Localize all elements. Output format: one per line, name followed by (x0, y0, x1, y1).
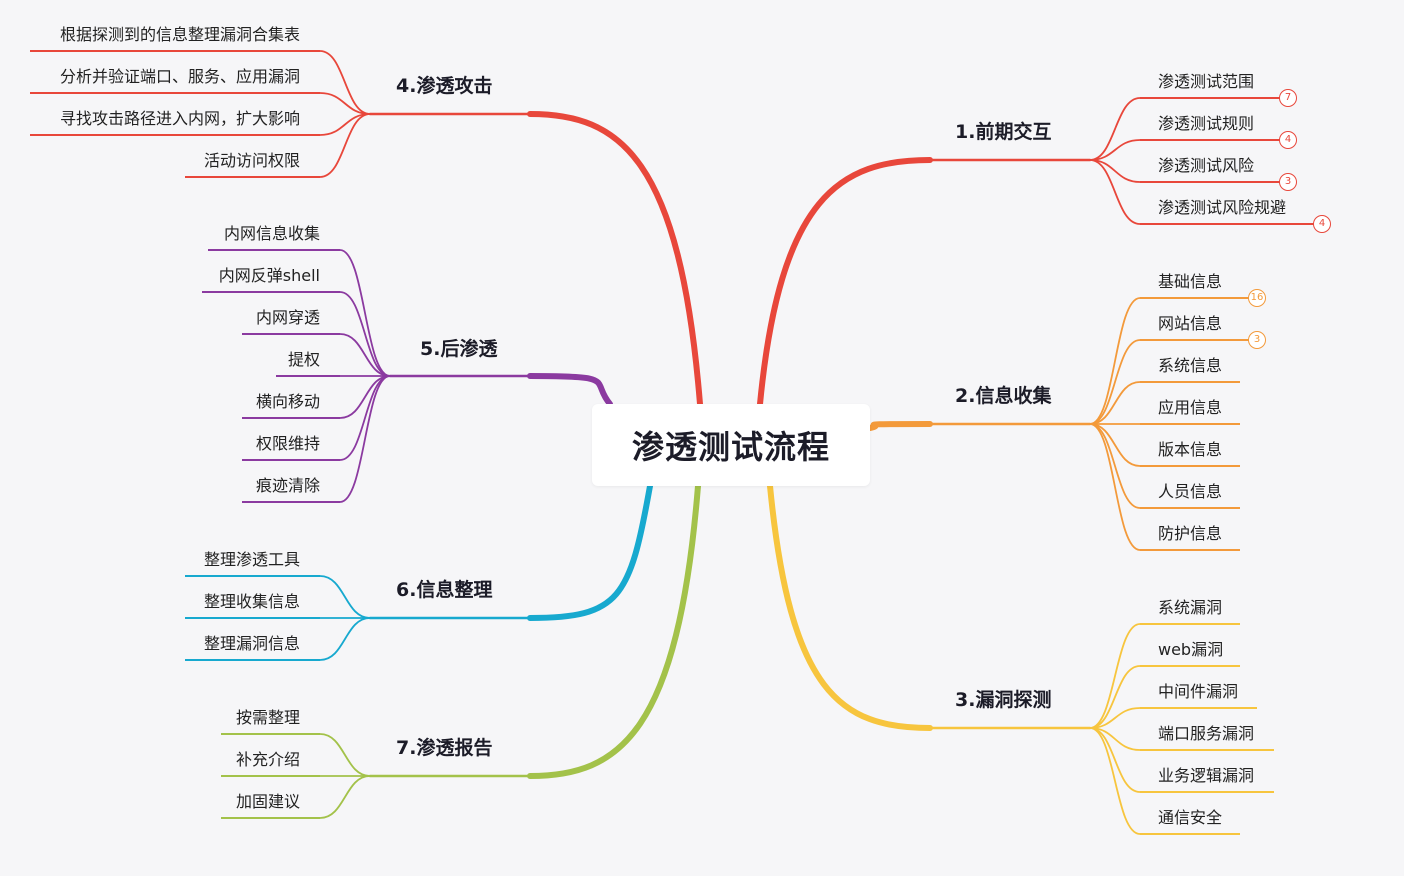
connector-b5-6 (339, 375, 391, 503)
connector-b3-5 (1089, 727, 1141, 835)
child-count-badge[interactable]: 4 (1279, 131, 1297, 149)
branch-label-b3[interactable]: 3.漏洞探测 (955, 689, 1052, 711)
connector-b4-1 (319, 92, 371, 115)
leaf-node[interactable]: 寻找攻击路径进入内网，扩大影响 (59, 109, 300, 128)
child-count-badge[interactable]: 7 (1279, 89, 1297, 107)
leaf-node[interactable]: 权限维持 (255, 434, 320, 453)
branch-label-b7[interactable]: 7.渗透报告 (396, 737, 493, 759)
trunk-b6 (527, 483, 653, 621)
connector-b3-0 (1089, 623, 1141, 729)
branch-label-b4[interactable]: 4.渗透攻击 (396, 75, 493, 97)
root-title: 渗透测试流程 (631, 428, 830, 466)
leaf-node[interactable]: 人员信息 (1158, 482, 1223, 501)
trunk-b4 (527, 111, 703, 407)
connector-b2-6 (1089, 423, 1141, 551)
connector-b6-2 (319, 617, 371, 661)
leaf-node[interactable]: 内网反弹shell (218, 266, 320, 285)
trunk-b7 (527, 483, 701, 779)
leaf-node[interactable]: 渗透测试风险规避 (1158, 198, 1287, 217)
connector-b2-1 (1089, 339, 1141, 425)
leaf-node[interactable]: 分析并验证端口、服务、应用漏洞 (59, 67, 300, 86)
trunk-b1 (757, 157, 933, 407)
branch-label-b2[interactable]: 2.信息收集 (955, 385, 1052, 407)
connector-b1-3 (1089, 159, 1141, 225)
leaf-node[interactable]: 防护信息 (1158, 524, 1223, 543)
connector-b5-4 (339, 375, 391, 419)
leaf-node[interactable]: 应用信息 (1158, 398, 1223, 417)
trunk-b2 (867, 421, 933, 431)
leaf-node[interactable]: 渗透测试风险 (1158, 156, 1255, 175)
root-node[interactable]: 渗透测试流程 (592, 404, 870, 486)
child-count-badge[interactable]: 16 (1248, 289, 1266, 307)
connector-b2-2 (1089, 381, 1141, 425)
connector-b3-2 (1089, 707, 1141, 729)
connector-b6-0 (319, 575, 371, 619)
leaf-node[interactable]: 通信安全 (1158, 808, 1223, 827)
connector-b5-5 (339, 375, 391, 461)
branch-label-b6[interactable]: 6.信息整理 (396, 579, 493, 601)
leaf-node[interactable]: 中间件漏洞 (1158, 682, 1239, 701)
child-count-badge[interactable]: 3 (1279, 173, 1297, 191)
leaf-node[interactable]: 系统漏洞 (1158, 598, 1223, 617)
leaf-node[interactable]: 整理收集信息 (203, 592, 300, 611)
leaf-node[interactable]: 网站信息 (1158, 314, 1223, 333)
leaf-node[interactable]: 痕迹清除 (255, 476, 320, 495)
connector-b7-0 (319, 733, 371, 777)
connector-b2-0 (1089, 297, 1141, 425)
leaf-node[interactable]: 补充介绍 (235, 750, 300, 769)
connector-b3-1 (1089, 665, 1141, 729)
leaf-node[interactable]: 内网穿透 (255, 308, 320, 327)
trunk-b5 (527, 373, 613, 407)
leaf-node[interactable]: 整理渗透工具 (203, 550, 300, 569)
branch-label-b5[interactable]: 5.后渗透 (420, 338, 498, 360)
connector-b7-2 (319, 775, 371, 819)
leaf-node[interactable]: 版本信息 (1158, 440, 1223, 459)
connector-b4-0 (319, 50, 371, 115)
trunk-b3 (767, 483, 933, 731)
leaf-node[interactable]: 根据探测到的信息整理漏洞合集表 (59, 25, 300, 44)
connector-b1-0 (1089, 97, 1141, 161)
connector-b1-1 (1089, 139, 1141, 161)
leaf-node[interactable]: 内网信息收集 (223, 224, 320, 243)
leaf-node[interactable]: 端口服务漏洞 (1158, 724, 1255, 743)
connector-b5-0 (339, 249, 391, 377)
connector-b4-3 (319, 113, 371, 178)
leaf-node[interactable]: 横向移动 (255, 392, 320, 411)
leaf-node[interactable]: 提权 (287, 350, 320, 369)
connector-b2-5 (1089, 423, 1141, 509)
leaf-node[interactable]: 按需整理 (235, 708, 300, 727)
leaf-node[interactable]: web漏洞 (1158, 640, 1224, 659)
leaf-node[interactable]: 基础信息 (1158, 272, 1223, 291)
child-count-badge[interactable]: 3 (1248, 331, 1266, 349)
leaf-node[interactable]: 业务逻辑漏洞 (1158, 766, 1255, 785)
branch-label-b1[interactable]: 1.前期交互 (955, 121, 1052, 143)
connector-b2-4 (1089, 423, 1141, 467)
leaf-node[interactable]: 系统信息 (1158, 356, 1223, 375)
leaf-node[interactable]: 加固建议 (235, 792, 300, 811)
leaf-node[interactable]: 整理漏洞信息 (203, 634, 300, 653)
connector-b5-2 (339, 333, 391, 377)
leaf-node[interactable]: 活动访问权限 (203, 151, 300, 170)
leaf-node[interactable]: 渗透测试规则 (1158, 114, 1255, 133)
connector-b5-1 (339, 291, 391, 377)
child-count-badge[interactable]: 4 (1313, 215, 1331, 233)
leaf-node[interactable]: 渗透测试范围 (1158, 72, 1255, 91)
